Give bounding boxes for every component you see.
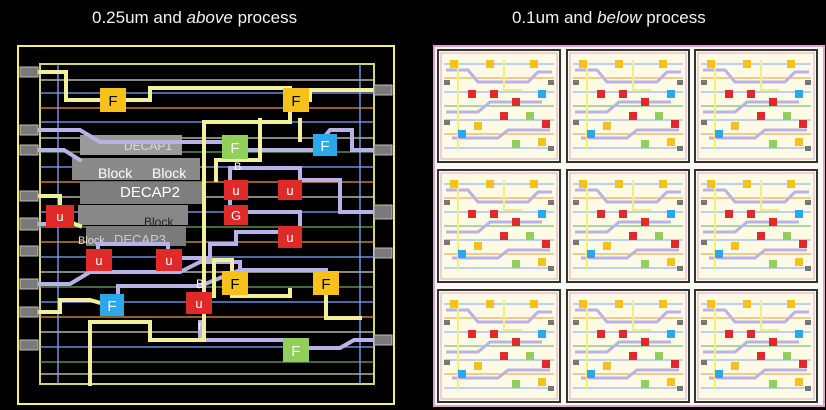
io-pad [373, 247, 393, 259]
svg-text:G: G [231, 208, 241, 223]
svg-text:F: F [108, 93, 117, 110]
flop-cell [283, 88, 309, 112]
io-pad [19, 124, 39, 136]
flop-cell [283, 338, 309, 362]
svg-text:u: u [195, 296, 202, 311]
pin-label: f [198, 322, 201, 333]
svg-text:u: u [286, 183, 293, 198]
layout-tile [436, 48, 562, 164]
io-pad [19, 144, 39, 156]
svg-text:F: F [230, 276, 239, 293]
unit-cell [156, 249, 182, 271]
flop-cell [100, 88, 126, 112]
io-pad [19, 306, 39, 318]
block-label: Block [98, 165, 133, 181]
layout-tile [436, 168, 562, 284]
svg-text:F: F [230, 140, 239, 157]
io-pad [19, 217, 39, 231]
unit-cells: u u G u u u u u B B f [46, 161, 302, 333]
svg-text:u: u [95, 253, 102, 268]
block-label: Block [144, 215, 174, 229]
flop-cells: F F F F F F F F [100, 88, 339, 362]
io-pad [19, 278, 39, 290]
svg-text:F: F [291, 343, 300, 360]
io-pad [19, 190, 39, 202]
unit-cell [278, 180, 302, 200]
io-pad [19, 339, 39, 351]
io-pad [373, 204, 393, 220]
io-pad [19, 66, 39, 78]
unit-cell [46, 205, 74, 227]
bus-label: B [196, 277, 204, 291]
bus-label: B [234, 161, 241, 173]
io-pad [373, 144, 393, 156]
io-pad [19, 245, 39, 257]
decap2-label: DECAP2 [120, 184, 180, 201]
unit-cell [224, 180, 248, 200]
svg-text:F: F [321, 276, 330, 293]
layout-tile [693, 288, 819, 404]
layout-tile [693, 48, 819, 164]
io-pad [373, 84, 393, 96]
flop-cell [222, 271, 248, 295]
flop-cell [313, 134, 337, 156]
unit-cell [86, 249, 112, 271]
left-panel-title: 0.25um and above process [92, 8, 298, 27]
layout-tile [565, 288, 691, 404]
svg-text:F: F [107, 298, 116, 315]
io-pad [373, 334, 393, 346]
right-layout-panel [433, 45, 825, 407]
svg-text:u: u [286, 230, 293, 245]
layout-tile [693, 168, 819, 284]
svg-text:u: u [232, 183, 239, 198]
flop-cell [313, 271, 339, 295]
layout-tile [565, 168, 691, 284]
right-panel-title: 0.1um and below process [512, 8, 706, 27]
left-layout-panel: DECAP1 DECAP2 DECAP3 Block Block Block B… [17, 45, 395, 405]
svg-text:u: u [165, 253, 172, 268]
layout-tile [565, 48, 691, 164]
svg-text:F: F [291, 93, 300, 110]
block-label: Block [152, 165, 187, 181]
unit-cell [224, 205, 248, 225]
flop-cell [100, 294, 124, 316]
unit-cell [278, 226, 302, 248]
layout-tile [436, 288, 562, 404]
flop-cell [222, 135, 248, 159]
unit-cell [186, 292, 212, 314]
io-pads [19, 66, 393, 351]
svg-text:F: F [320, 138, 329, 155]
svg-text:u: u [56, 209, 63, 224]
